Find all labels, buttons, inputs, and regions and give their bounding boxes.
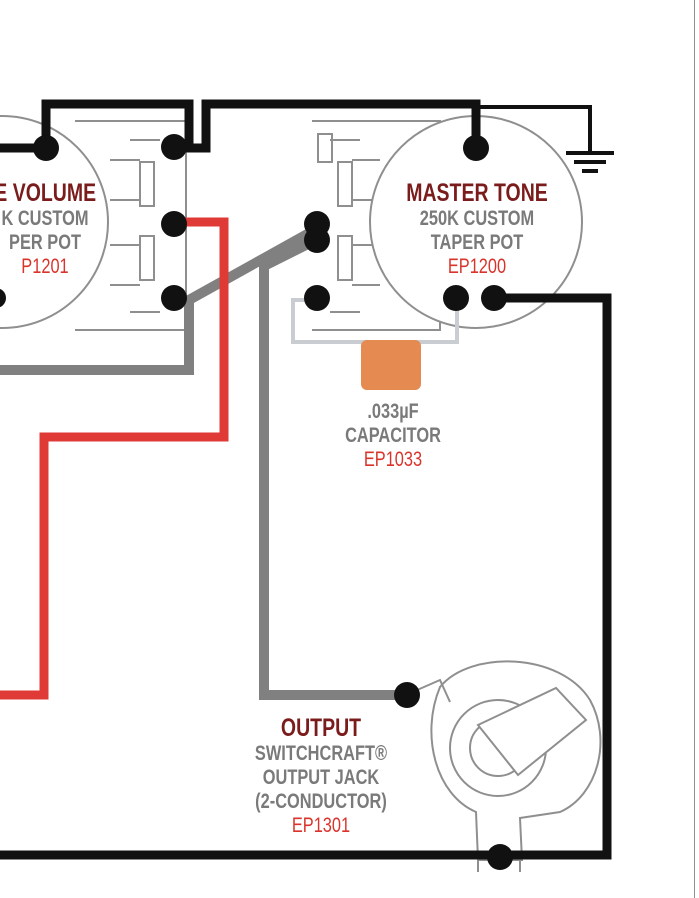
tone-pot-body: [312, 115, 583, 331]
output-jack-part-number: EP1301: [291, 814, 351, 837]
black-wire-top-right: [172, 99, 481, 153]
ground-symbol: [566, 105, 614, 173]
solder-point: [394, 682, 420, 708]
capacitor-name: CAPACITOR: [345, 424, 441, 447]
solder-point: [487, 844, 513, 870]
volume-pot-part-number: P1201: [21, 255, 69, 278]
volume-pot-label: E VOLUME K CUSTOM PER POT P1201: [0, 179, 96, 279]
capacitor-value: .033µF: [367, 400, 419, 423]
tone-pot-line1: 250K CUSTOM: [419, 207, 535, 230]
volume-pot-title: E VOLUME: [0, 179, 97, 207]
volume-pot-body: [0, 115, 187, 331]
solder-point: [161, 285, 187, 311]
gray-wire-volume-to-tone: [0, 222, 323, 375]
output-jack-line1: SWITCHCRAFT®: [254, 742, 388, 765]
gray-wire-to-output: [259, 235, 405, 700]
solder-point: [0, 288, 6, 308]
solder-point: [443, 285, 469, 311]
volume-pot-line2: PER POT: [9, 231, 81, 254]
black-wire-top-left: [0, 99, 194, 153]
solder-point: [463, 135, 489, 161]
capacitor-body: [361, 340, 421, 390]
solder-point: [33, 135, 59, 161]
solder-point: [481, 285, 507, 311]
black-wire-output-loop: [0, 293, 612, 860]
tone-pot-label: MASTER TONE 250K CUSTOM TAPER POT EP1200: [403, 179, 551, 279]
output-jack-title: OUTPUT: [280, 714, 362, 742]
tone-pot-part-number: EP1200: [447, 255, 507, 278]
capacitor-part-number: EP1033: [363, 448, 423, 471]
output-jack-line3: (2-CONDUCTOR): [255, 790, 387, 813]
solder-points: [0, 134, 513, 870]
capacitor-lead-wire: [291, 298, 459, 344]
tone-pot-line2: TAPER POT: [430, 231, 524, 254]
volume-pot-line1: K CUSTOM: [1, 207, 89, 230]
solder-point: [161, 134, 187, 160]
solder-point: [161, 211, 187, 237]
tone-pot-title: MASTER TONE: [406, 179, 548, 207]
solder-point: [304, 285, 330, 311]
capacitor-label: .033µF CAPACITOR EP1033: [335, 400, 452, 472]
output-jack-label: OUTPUT SWITCHCRAFT® OUTPUT JACK (2-CONDU…: [255, 714, 388, 838]
output-jack-line2: OUTPUT JACK: [262, 766, 380, 789]
output-jack-body: [407, 660, 602, 872]
red-wire: [0, 217, 229, 700]
solder-point: [304, 227, 330, 253]
